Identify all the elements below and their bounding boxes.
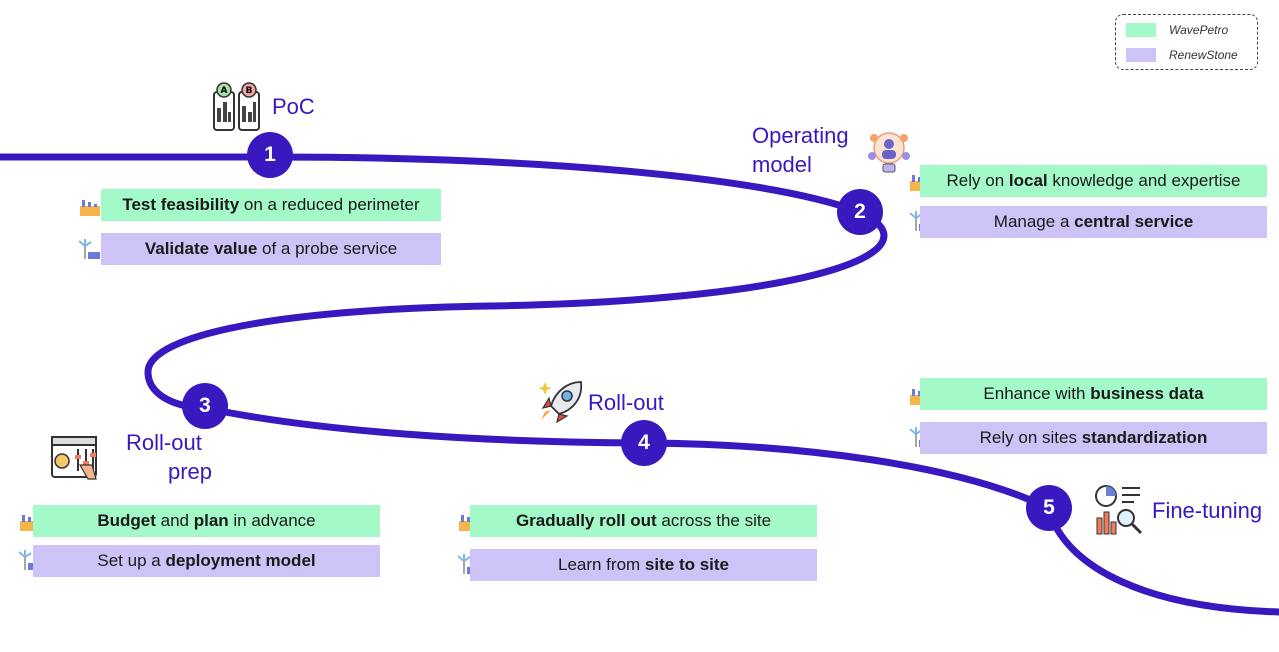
step3-renewstone-tag: Set up a deployment model <box>33 545 380 577</box>
legend-label: RenewStone <box>1169 48 1238 62</box>
tag-bold: central service <box>1074 212 1194 231</box>
ab-test-phones-icon: A B <box>213 82 260 131</box>
legend-label: WavePetro <box>1169 23 1229 37</box>
phase-title-line: Operating <box>752 123 849 148</box>
step-marker-4: 4 <box>621 420 667 466</box>
tag-text: Learn from <box>557 555 645 574</box>
phase-title-rollout: Roll-out <box>588 390 664 415</box>
tag-text: Rely on sites <box>979 428 1082 447</box>
step1-wavepetro-tag: Test feasibility on a reduced perimeter <box>101 189 441 221</box>
legend-item-wavepetro: WavePetro <box>1126 23 1228 37</box>
step-marker-2: 2 <box>837 189 883 235</box>
tag-text: across the site <box>656 511 772 530</box>
legend: WavePetro RenewStone <box>1115 14 1258 70</box>
tag-text: and <box>155 511 194 530</box>
legend-swatch <box>1126 23 1156 37</box>
phase-title-fine-tuning: Fine-tuning <box>1152 498 1263 523</box>
tag-bold: local <box>1008 171 1048 190</box>
step2-wavepetro-tag: Rely on local knowledge and expertise <box>920 165 1267 197</box>
tag-bold: Budget <box>97 511 156 530</box>
step2-renewstone-tag: Manage a central service <box>920 206 1267 238</box>
planning-board-icon <box>51 436 97 480</box>
tag-bold: deployment model <box>165 551 316 570</box>
tag-bold: Gradually roll out <box>515 511 657 530</box>
svg-text:A: A <box>221 86 228 96</box>
tag-text: of a probe service <box>257 239 398 258</box>
tag-text: Enhance with <box>983 384 1091 403</box>
tag-text: in advance <box>228 511 316 530</box>
legend-swatch <box>1126 48 1156 62</box>
step-marker-3: 3 <box>182 383 228 429</box>
phase-title-line: prep <box>167 459 212 484</box>
tag-bold: plan <box>193 511 229 530</box>
legend-item-renewstone: RenewStone <box>1126 48 1238 62</box>
step3-wavepetro-tag: Budget and plan in advance <box>33 505 380 537</box>
step5-wavepetro-tag: Enhance with business data <box>920 378 1267 410</box>
wind-solar-icon <box>78 239 100 259</box>
step-marker-1: 1 <box>247 132 293 178</box>
phase-title-rollout-prep: Roll-out prep <box>126 428 212 486</box>
phase-title-line: model <box>752 152 812 177</box>
phase-title-operating-model: Operating model <box>752 121 849 179</box>
rocket-icon <box>538 381 583 424</box>
analytics-magnifier-icon <box>1095 485 1143 535</box>
tag-bold: Test feasibility <box>122 195 240 214</box>
tag-text: Rely on <box>946 171 1009 190</box>
tag-bold: site to site <box>644 555 730 574</box>
step-marker-5: 5 <box>1026 485 1072 531</box>
oil-refinery-icon <box>80 200 100 216</box>
phase-title-poc: PoC <box>272 94 315 119</box>
team-network-icon <box>868 132 910 173</box>
tag-bold: standardization <box>1081 428 1208 447</box>
phase-title-line: Roll-out <box>126 430 202 455</box>
tag-text: on a reduced perimeter <box>239 195 420 214</box>
tag-text: Manage a <box>993 212 1075 231</box>
tag-text: knowledge and expertise <box>1047 171 1241 190</box>
step5-renewstone-tag: Rely on sites standardization <box>920 422 1267 454</box>
step1-renewstone-tag: Validate value of a probe service <box>101 233 441 265</box>
tag-bold: Validate value <box>144 239 258 258</box>
tag-bold: business data <box>1090 384 1204 403</box>
tag-text: Set up a <box>97 551 166 570</box>
step4-wavepetro-tag: Gradually roll out across the site <box>470 505 817 537</box>
svg-text:B: B <box>246 86 253 96</box>
step4-renewstone-tag: Learn from site to site <box>470 549 817 581</box>
